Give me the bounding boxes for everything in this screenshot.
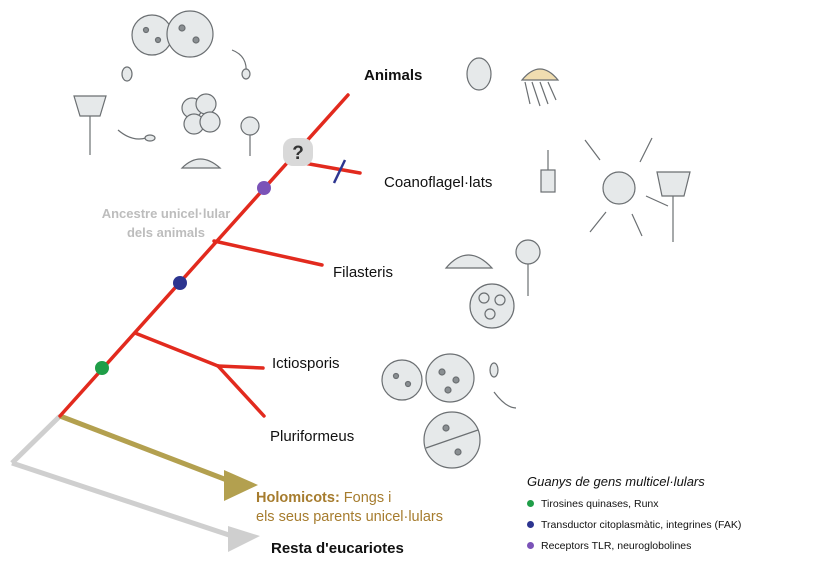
legend-dot-blue — [527, 521, 534, 528]
animal-illustrations — [467, 58, 558, 106]
legend-item: Receptors TLR, neuroglobolines — [527, 535, 741, 556]
node-focal-adhesion-kinase — [173, 276, 187, 290]
node-tyrosine-kinases — [95, 361, 109, 375]
taxon-other-eukaryotes: Resta d'eucariotes — [271, 540, 404, 557]
taxon-pluriformea: Pluriformeus — [270, 428, 354, 445]
holomycota-label-line2: els seus parents unicel·lulars — [256, 508, 443, 527]
question-mark-badge: ? — [283, 138, 313, 166]
legend-dot-green — [527, 500, 534, 507]
holomycota-branch-tip — [224, 470, 258, 501]
taxon-choanoflagellates: Coanoflagel·lats — [384, 174, 492, 191]
legend-item-label: Receptors TLR, neuroglobolines — [541, 540, 691, 552]
taxon-ichthyosporea: Ictiosporis — [272, 355, 340, 372]
ancestor-label-line1: Ancestre unicel·lular — [86, 204, 246, 223]
legend: Guanys de gens multicel·lulars Tirosines… — [527, 474, 741, 556]
ancestor-label-line2: dels animals — [86, 223, 246, 242]
holomycota-label: Holomicots: Fongs i els seus parents uni… — [256, 489, 443, 527]
legend-dot-purple — [527, 542, 534, 549]
legend-item-label: Transductor citoplasmàtic, integrines (F… — [541, 519, 741, 531]
svg-text:?: ? — [292, 143, 304, 164]
ichthyosporea-illustrations — [382, 354, 516, 468]
legend-item-label: Tirosines quinases, Runx — [541, 498, 659, 510]
node-tlr-receptors — [257, 181, 271, 195]
ancestor-label: Ancestre unicel·lular dels animals — [86, 204, 246, 242]
eukaryote-branch-tip — [228, 526, 260, 552]
holomycota-branch — [60, 416, 232, 482]
choanoflagellate-illustrations — [541, 138, 690, 242]
ancestor-cell-illustrations — [74, 11, 259, 168]
eukaryote-branch — [12, 416, 232, 536]
holomycota-label-bold: Holomicots: — [256, 490, 340, 506]
filasterea-illustrations — [446, 240, 540, 328]
holomycota-label-rest: Fongs i — [340, 490, 392, 506]
taxon-animals: Animals — [364, 67, 422, 84]
legend-item: Tirosines quinases, Runx — [527, 493, 741, 514]
legend-title: Guanys de gens multicel·lulars — [527, 474, 741, 489]
legend-item: Transductor citoplasmàtic, integrines (F… — [527, 514, 741, 535]
taxon-filasterea: Filasteris — [333, 264, 393, 281]
